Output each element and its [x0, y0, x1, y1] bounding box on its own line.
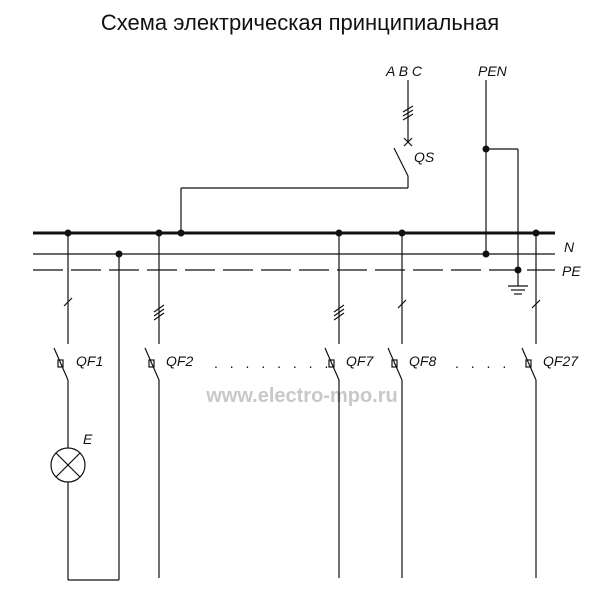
pe-label: PE — [562, 263, 581, 279]
main-input-feeder — [180, 80, 414, 233]
page-title: Схема электрическая принципиальная — [100, 10, 500, 35]
qf8-label: QF8 — [409, 353, 436, 369]
qf27-label: QF27 — [543, 353, 579, 369]
watermark: www.electro-mpo.ru — [205, 385, 398, 407]
n-label: N — [564, 239, 575, 255]
circuit-qf1 — [50, 233, 120, 581]
pen-label: PEN — [478, 63, 508, 79]
qs-label: QS — [414, 149, 435, 165]
circuit-qf27 — [521, 233, 541, 578]
phases-label: A B C — [385, 63, 423, 79]
circuit-qf2 — [144, 233, 165, 578]
qf7-label: QF7 — [346, 353, 374, 369]
lamp-label: E — [83, 431, 93, 447]
circuit-qf8 — [387, 233, 407, 578]
qf2-label: QF2 — [166, 353, 193, 369]
circuit-qf7 — [324, 233, 345, 578]
pen-conductor — [485, 80, 528, 295]
qf1-label: QF1 — [76, 353, 103, 369]
junction-dots — [64, 145, 540, 274]
ellipsis-dots: . . . . . . . . — [214, 355, 332, 371]
ellipsis-dots-short: . . . . — [455, 355, 510, 371]
